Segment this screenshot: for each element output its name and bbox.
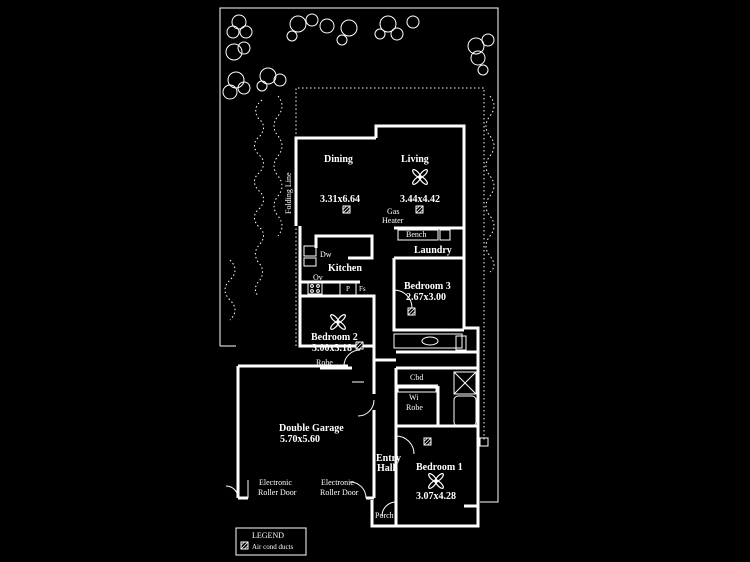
wi-robe-label-2: Robe (406, 403, 423, 412)
bedroom3-label: Bedroom 3 (404, 281, 451, 292)
fridge-space-label: Fs (359, 285, 366, 293)
roller-door-right-label: Electronic (321, 478, 354, 487)
living-label: Living (401, 154, 429, 165)
bath-icon (453, 395, 477, 427)
fixtures (303, 229, 489, 447)
bench-label: Bench (406, 230, 426, 239)
fixture-labels: Gas Heater Bench Dw Ov P Fs Robe Cbd Wi … (258, 172, 426, 497)
entry-label: Entry (376, 453, 401, 464)
duct-icon (415, 205, 424, 214)
cupboard-label: Cbd (410, 373, 423, 382)
legend-title: LEGEND (252, 531, 284, 540)
laundry-tub-icon (439, 229, 451, 241)
porch-label: Porch (375, 511, 394, 520)
property-boundary (219, 7, 499, 503)
roller-door-right-label-2: Roller Door (320, 488, 359, 497)
robe-label: Robe (316, 358, 333, 367)
bedroom1-size: 3.07x4.28 (416, 491, 456, 502)
ceiling-fan-icon (412, 169, 428, 185)
roller-door-left-label: Electronic (259, 478, 292, 487)
bedroom3-size: 2.67x3.00 (406, 292, 446, 303)
air-cond-ducts (342, 205, 432, 446)
oven-icon (307, 281, 323, 295)
dining-label: Dining (324, 154, 353, 165)
hedge-icon (224, 95, 495, 321)
legend-item: Air cond ducts (252, 543, 293, 551)
ceiling-fan-icon (330, 314, 346, 330)
garage-size: 5.70x5.60 (280, 434, 320, 445)
bench-box (397, 229, 439, 241)
kitchen-label: Kitchen (328, 263, 362, 274)
ceiling-fan-icon (428, 473, 444, 489)
gas-heater-label-2: Heater (382, 216, 404, 225)
doors (225, 289, 415, 517)
oven-label: Ov (313, 273, 323, 282)
bedroom2-size: 3.00x3.18 (312, 343, 352, 354)
living-size: 3.44x4.42 (400, 194, 440, 205)
shower-icon (453, 371, 477, 395)
bedroom2-label: Bedroom 2 (311, 332, 358, 343)
garage-label: Double Garage (279, 423, 344, 434)
dishwasher-label: Dw (320, 250, 332, 259)
laundry-label: Laundry (414, 245, 452, 256)
legend-duct-icon (240, 541, 249, 550)
sink-icon (303, 245, 317, 257)
pantry-label: P (346, 285, 350, 293)
hws-icon (479, 437, 489, 447)
bedroom1-label: Bedroom 1 (416, 462, 463, 473)
duct-icon (355, 341, 364, 350)
toilet-icon (455, 335, 467, 351)
hall-label: Hall (377, 463, 396, 474)
basin-icon (421, 336, 439, 346)
dining-size: 3.31x6.64 (320, 194, 360, 205)
tree-icon (222, 13, 495, 100)
folding-line-label: Folding Line (284, 172, 293, 214)
duct-icon (407, 307, 416, 316)
duct-icon (423, 437, 432, 446)
gas-heater-label: Gas (387, 207, 399, 216)
ceiling-fans (330, 169, 444, 489)
wi-robe-label: Wi (409, 393, 419, 402)
roller-door-left-label-2: Roller Door (258, 488, 297, 497)
legend: LEGEND Air cond ducts (235, 527, 307, 556)
duct-icon (342, 205, 351, 214)
landscaping (222, 13, 495, 321)
room-labels: Dining 3.31x6.64 Living 3.44x4.42 Kitche… (279, 154, 463, 520)
walls (236, 124, 480, 528)
